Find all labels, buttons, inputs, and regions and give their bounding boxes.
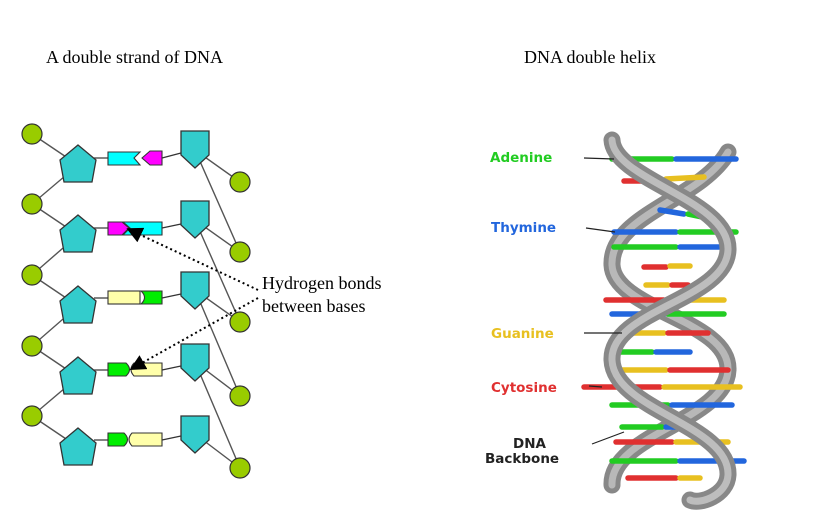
- phosphate-left-1: [21, 123, 43, 145]
- helix-front-strand-highlight: [608, 136, 732, 505]
- base-thymine-1: [107, 151, 142, 166]
- phosphate-left-2: [21, 193, 43, 215]
- base-guanine-5: [107, 432, 129, 447]
- phosphate-left-5: [21, 405, 43, 427]
- sugar-left-5: [59, 427, 97, 466]
- left-sugars: [59, 130, 210, 466]
- right-panel-title: DNA double helix: [524, 47, 656, 67]
- phosphate-right-3: [229, 311, 251, 333]
- phosphate-right-4: [229, 385, 251, 407]
- hb-arrow-upper: [126, 227, 259, 291]
- phosphate-right-1: [229, 171, 251, 193]
- sugar-left-1: [59, 144, 97, 183]
- guanine-label: Guanine: [491, 326, 554, 342]
- pair-6: [641, 263, 693, 270]
- base-adenine-1: [141, 150, 163, 166]
- base-cytosine-3: [107, 290, 141, 305]
- sugar-right-2: [180, 200, 210, 239]
- helix-label-pointers: [583, 157, 625, 445]
- sugar-right-5: [180, 415, 210, 454]
- left-backbone-lines: [30, 133, 242, 471]
- phosphate-right-5: [229, 457, 251, 479]
- sugar-right-3: [180, 271, 210, 310]
- sugar-left-2: [59, 214, 97, 253]
- adenine-label: Adenine: [490, 150, 553, 166]
- cytosine-label: Cytosine: [491, 380, 557, 396]
- sugar-left-3: [59, 285, 97, 324]
- hydrogen-bond-arrows: [126, 227, 259, 370]
- hydrogen-bonds-label-line1: Hydrogen bonds: [262, 273, 382, 293]
- thymine-label: Thymine: [491, 220, 557, 236]
- hb-arrow-lower: [129, 297, 259, 370]
- base-guanine-4: [107, 362, 131, 377]
- hydrogen-bonds-label-line2: between bases: [262, 296, 366, 316]
- base-cytosine-5: [128, 432, 163, 447]
- sugar-right-1: [180, 130, 210, 169]
- sugar-right-4: [180, 343, 210, 382]
- left-phosphates: [21, 123, 251, 479]
- helix-base-pairs: [581, 156, 747, 481]
- phosphate-right-2: [229, 241, 251, 263]
- left-base-connectors: [94, 152, 182, 441]
- sugar-left-4: [59, 356, 97, 395]
- phosphate-left-3: [21, 264, 43, 286]
- left-bases: [107, 150, 163, 447]
- base-thymine-2: [121, 221, 163, 236]
- base-guanine-3: [139, 290, 163, 305]
- base-cytosine-4: [130, 362, 163, 377]
- base-adenine-2: [107, 221, 130, 236]
- left-panel-title: A double strand of DNA: [46, 47, 223, 67]
- dna-backbone-label-line1: DNA: [513, 436, 546, 452]
- phosphate-left-4: [21, 335, 43, 357]
- dna-backbone-label-line2: Backbone: [485, 451, 560, 467]
